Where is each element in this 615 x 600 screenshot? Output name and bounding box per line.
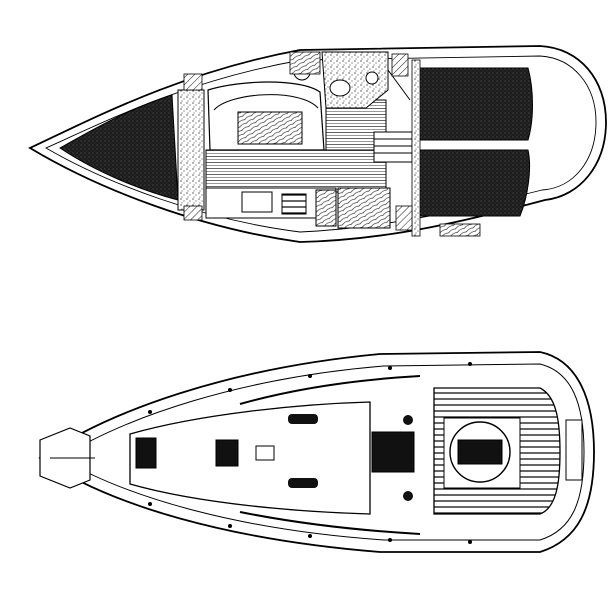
saloon-hatch	[215, 439, 239, 467]
cabin-sole	[205, 149, 387, 193]
deck-toerail	[59, 363, 585, 541]
locker-6	[439, 223, 481, 237]
saloon-table	[237, 111, 303, 145]
stanchions	[148, 362, 472, 544]
locker-5	[289, 51, 321, 75]
portlight-starboard	[288, 478, 318, 488]
fore-hatch	[135, 437, 157, 469]
aft-cabin-port	[417, 67, 533, 141]
nav-station	[337, 187, 391, 229]
interior-layout-plan	[28, 45, 607, 243]
companionway-hatch	[371, 431, 415, 473]
settee-cushion-back	[213, 94, 319, 111]
portlight-port	[288, 414, 318, 424]
winch-port	[403, 415, 413, 425]
aft-cabin-divider	[411, 59, 421, 237]
head-toilet	[329, 79, 351, 97]
transom-step	[565, 419, 583, 481]
locker-1	[391, 53, 409, 77]
genoa-track-port	[239, 375, 421, 405]
head-sink	[365, 71, 379, 85]
deck-plan	[38, 351, 595, 553]
companionway-steps	[373, 131, 413, 163]
locker-3	[183, 73, 203, 91]
aft-cabin-starboard	[417, 149, 531, 217]
galley-cabinet	[315, 189, 337, 227]
genoa-track-starboard	[239, 511, 421, 535]
locker-4	[183, 205, 203, 221]
galley-sink	[241, 191, 273, 213]
interior-hull-inner-line	[45, 55, 597, 233]
forward-bulkhead-locker	[177, 89, 205, 211]
locker-2	[395, 205, 413, 231]
galley-stove	[281, 193, 307, 215]
steering-wheel	[449, 421, 511, 483]
helm-pedestal	[457, 439, 503, 465]
winch-starboard	[403, 491, 413, 501]
mast-base	[255, 445, 275, 461]
forepeak-berth	[59, 94, 179, 201]
